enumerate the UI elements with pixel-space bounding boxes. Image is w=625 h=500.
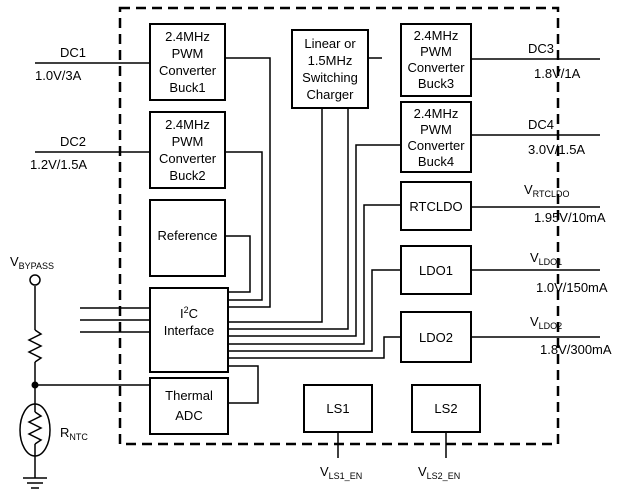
ldo2-label: LDO2 (419, 330, 453, 345)
junction-dot (31, 381, 39, 389)
buck1-block: 2.4MHz PWM Converter Buck1 (149, 23, 226, 101)
buck4-block: 2.4MHz PWM Converter Buck4 (400, 101, 472, 173)
buck1-line2: PWM (172, 46, 204, 61)
reference-block: Reference (149, 199, 226, 277)
buck2-line2: PWM (172, 134, 204, 149)
buck1-line3: Converter (159, 63, 217, 78)
ls2-label: LS2 (434, 401, 457, 416)
buck2-line1: 2.4MHz (165, 117, 210, 132)
dc1-name: DC1 (60, 45, 86, 60)
ldo2-block: LDO2 (400, 311, 472, 363)
vbypass-label: VBYPASS (10, 254, 54, 271)
i2c-interface-block: I2C Interface (149, 287, 229, 373)
thermal-adc-line2: ADC (175, 408, 202, 423)
chip-boundary (118, 6, 560, 446)
buck4-line2: PWM (420, 122, 452, 137)
charger-line2: 1.5MHz (308, 53, 353, 68)
ldo1-label: LDO1 (419, 263, 453, 278)
ntc-thermistor (19, 403, 51, 457)
i2c-interface-label: Interface (164, 323, 215, 338)
v-ldo1-label: VLDO1 (530, 250, 562, 267)
rtcldo-label: RTCLDO (409, 199, 462, 214)
v-rtcldo-value: 1.95V/10mA (534, 210, 606, 225)
buck4-line4: Buck4 (418, 154, 454, 169)
internal-bus-wires (225, 57, 401, 404)
i2c-label: I2C (180, 305, 198, 321)
charger-line4: Charger (307, 87, 355, 102)
reference-label: Reference (158, 228, 218, 243)
buck2-line3: Converter (159, 151, 217, 166)
vbypass-terminal (29, 274, 41, 286)
dc4-value: 3.0V/1.5A (528, 142, 585, 157)
vls2-en-label: VLS2_EN (418, 464, 460, 481)
buck3-line1: 2.4MHz (414, 28, 459, 43)
charger-line1: Linear or (304, 36, 356, 51)
buck2-line4: Buck2 (169, 168, 205, 183)
dc3-name: DC3 (528, 41, 554, 56)
buck3-line4: Buck3 (418, 76, 454, 91)
v-ldo2-value: 1.8V/300mA (540, 342, 612, 357)
buck1-line1: 2.4MHz (165, 29, 210, 44)
dc4-name: DC4 (528, 117, 554, 132)
buck3-line3: Converter (407, 60, 465, 75)
thermal-adc-line1: Thermal (165, 388, 213, 403)
rntc-label: RNTC (60, 425, 88, 442)
buck3-block: 2.4MHz PWM Converter Buck3 (400, 23, 472, 97)
ls1-label: LS1 (326, 401, 349, 416)
buck3-line2: PWM (420, 44, 452, 59)
rtcldo-block: RTCLDO (400, 181, 472, 231)
dc2-name: DC2 (60, 134, 86, 149)
charger-block: Linear or 1.5MHz Switching Charger (291, 29, 369, 109)
thermal-adc-block: Thermal ADC (149, 377, 229, 435)
buck4-line1: 2.4MHz (414, 106, 459, 121)
ls2-block: LS2 (411, 384, 481, 433)
dc1-value: 1.0V/3A (35, 68, 82, 83)
v-ldo1-value: 1.0V/150mA (536, 280, 608, 295)
vls1-en-label: VLS1_EN (320, 464, 362, 481)
v-rtcldo-label: VRTCLDO (524, 182, 570, 199)
charger-line3: Switching (302, 70, 358, 85)
ldo1-block: LDO1 (400, 245, 472, 295)
buck1-line4: Buck1 (169, 80, 205, 95)
buck4-line3: Converter (407, 138, 465, 153)
dc2-value: 1.2V/1.5A (30, 157, 87, 172)
v-ldo2-label: VLDO2 (530, 314, 562, 331)
dc3-value: 1.8V/1A (534, 66, 581, 81)
ls1-block: LS1 (303, 384, 373, 433)
buck2-block: 2.4MHz PWM Converter Buck2 (149, 111, 226, 189)
